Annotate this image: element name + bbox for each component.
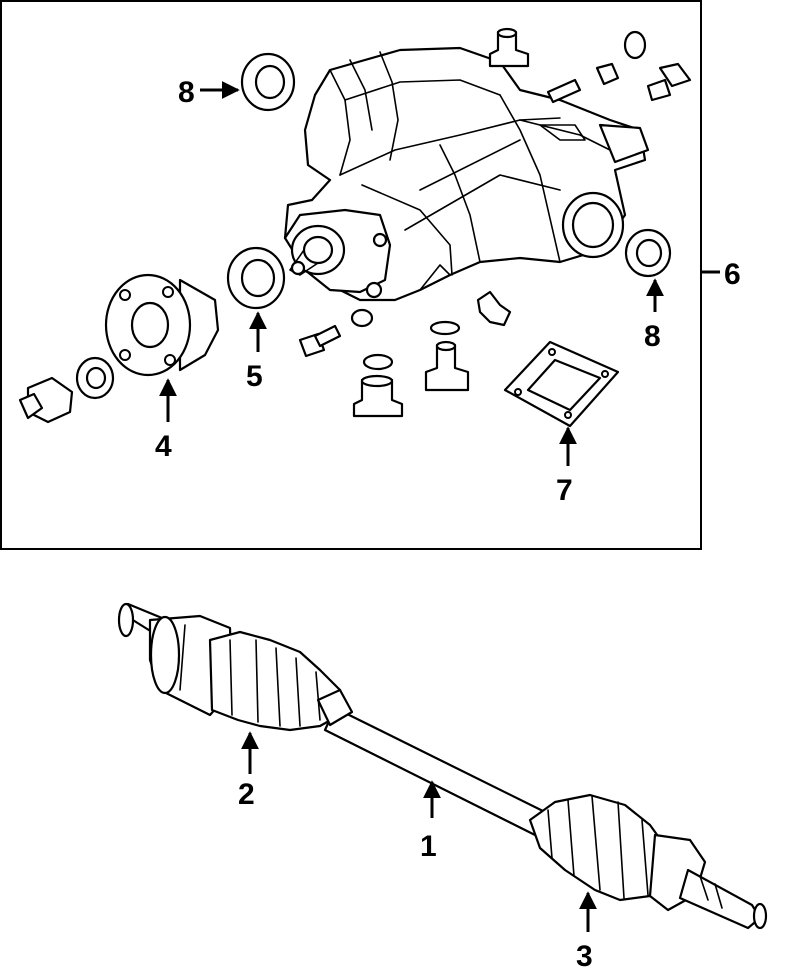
pinion-seal[interactable] [226, 246, 286, 310]
callout-8-top: 8 [178, 76, 195, 109]
axle-seal-right[interactable] [624, 228, 672, 278]
small-nut[interactable] [595, 62, 620, 86]
small-o-ring-top[interactable] [623, 30, 647, 60]
callout-4: 4 [155, 430, 172, 463]
inner-cv-joint[interactable] [117, 602, 354, 732]
mount-bolt-right[interactable] [646, 62, 692, 102]
fill-plug[interactable] [352, 374, 404, 418]
flange-washer[interactable] [75, 356, 115, 400]
callout-3: 3 [576, 940, 593, 973]
o-ring-a[interactable] [350, 308, 374, 328]
vent-valve[interactable] [476, 290, 512, 327]
callout-2: 2 [238, 778, 255, 811]
axle-shaft[interactable] [323, 706, 547, 837]
cover-gasket[interactable] [503, 340, 620, 428]
axle-seal-top[interactable] [240, 52, 296, 112]
companion-flange[interactable] [104, 273, 220, 377]
callout-7: 7 [556, 474, 573, 507]
o-ring-b[interactable] [362, 353, 394, 371]
callout-1: 1 [420, 830, 437, 863]
callout-6: 6 [724, 258, 741, 291]
assembly-frame [0, 0, 702, 550]
differential-housing[interactable] [283, 46, 650, 302]
o-ring-c[interactable] [429, 320, 461, 336]
outer-cv-joint[interactable] [528, 793, 768, 930]
dowel-pin[interactable] [546, 78, 582, 104]
callout-5: 5 [246, 360, 263, 393]
drain-plug[interactable] [424, 340, 470, 392]
callout-8-right: 8 [644, 320, 661, 353]
breather-plug[interactable] [488, 27, 530, 68]
flange-nut[interactable] [18, 376, 74, 424]
cover-bolt[interactable] [298, 324, 342, 358]
